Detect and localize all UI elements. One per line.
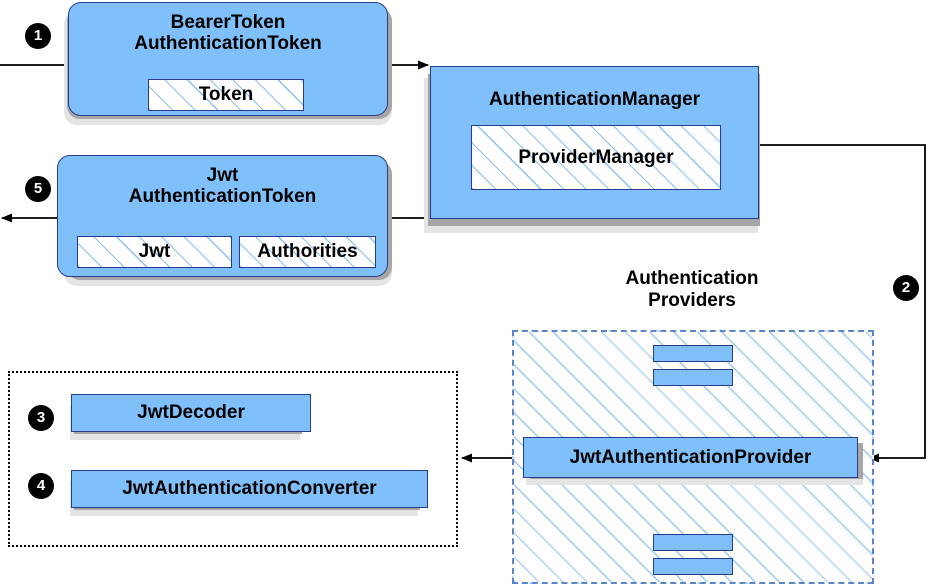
badge-step-2: 2 (893, 275, 919, 301)
inner-token: Token (148, 79, 304, 111)
inner-provider-manager: ProviderManager (471, 125, 721, 190)
node-bearer-token-authentication-token[interactable]: BearerToken AuthenticationToken Token (68, 2, 388, 116)
region-jwt-support-components (8, 371, 458, 547)
provider-placeholder-bar-top-2 (653, 369, 733, 386)
badge-step-3: 3 (28, 405, 54, 431)
bearer-token-title-line1: BearerToken (170, 12, 286, 33)
badge-step-4: 4 (28, 473, 54, 499)
jwt-authentication-provider-label: JwtAuthenticationProvider (569, 446, 812, 468)
authorities-label: Authorities (257, 241, 358, 262)
token-label: Token (198, 84, 254, 105)
bearer-token-title-line2: AuthenticationToken (134, 33, 322, 55)
node-authentication-manager[interactable]: AuthenticationManager ProviderManager (430, 66, 759, 219)
providers-title-line1: Authentication (625, 268, 759, 289)
authentication-manager-title: AuthenticationManager (488, 89, 701, 110)
node-jwt-authentication-converter[interactable]: JwtAuthenticationConverter (71, 470, 428, 508)
connector-manager-to-provider (759, 144, 926, 463)
inner-authorities: Authorities (239, 236, 376, 268)
jwt-label: Jwt (138, 241, 171, 262)
badge-step-5: 5 (25, 176, 51, 202)
inner-jwt: Jwt (77, 236, 232, 268)
jwt-token-title-line1: Jwt (206, 165, 239, 186)
region-authentication-providers-title: Authentication Providers (592, 268, 792, 313)
provider-placeholder-bar-bottom-2 (653, 558, 733, 575)
jwt-decoder-label: JwtDecoder (137, 402, 245, 423)
node-jwt-authentication-provider[interactable]: JwtAuthenticationProvider (523, 437, 858, 478)
jwt-token-title: Jwt AuthenticationToken (58, 156, 387, 208)
provider-placeholder-bar-bottom-1 (653, 534, 733, 551)
jwt-token-title-line2: AuthenticationToken (128, 186, 317, 208)
providers-title-line2: Providers (648, 290, 736, 312)
node-jwt-decoder[interactable]: JwtDecoder (71, 394, 311, 432)
jwt-authentication-converter-label: JwtAuthenticationConverter (122, 478, 377, 499)
provider-manager-label: ProviderManager (518, 146, 674, 168)
badge-step-1: 1 (25, 23, 51, 49)
node-jwt-authentication-token[interactable]: Jwt AuthenticationToken Jwt Authorities (57, 155, 388, 277)
bearer-token-title: BearerToken AuthenticationToken (69, 3, 387, 55)
provider-placeholder-bar-top-1 (653, 345, 733, 362)
